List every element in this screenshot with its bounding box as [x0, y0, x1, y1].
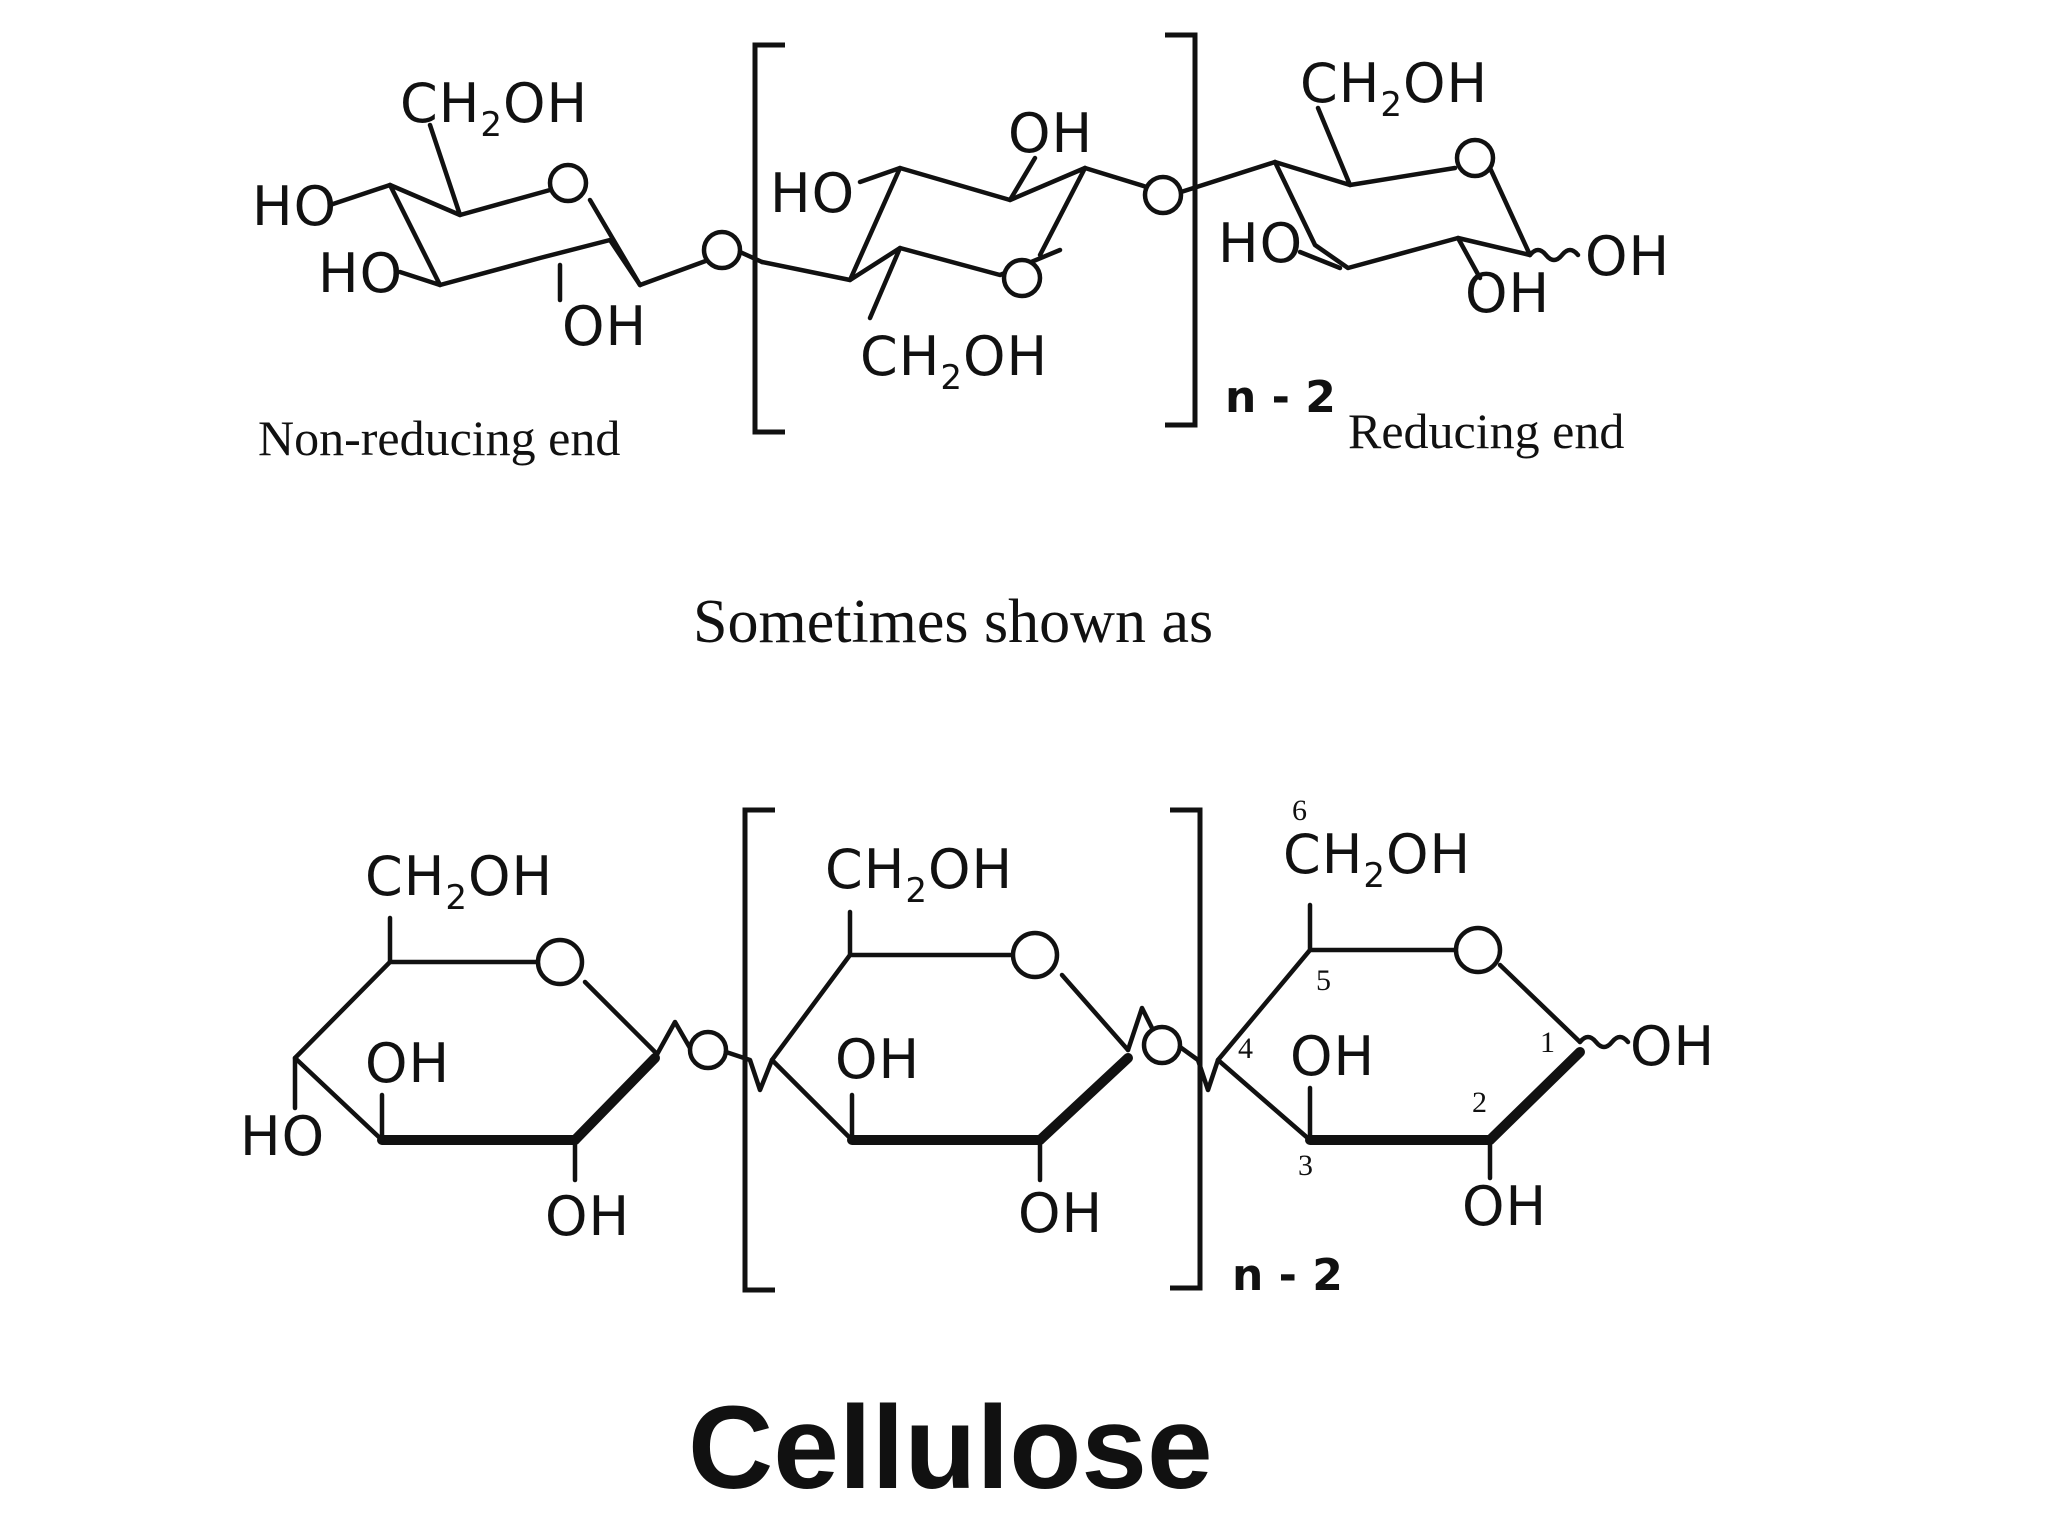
- ring-oxygen-icon: [1001, 257, 1043, 299]
- ring-oxygen-icon: [1454, 137, 1496, 179]
- ring-oxygen-icon: [535, 937, 585, 987]
- top-right-glucose-ring: [1178, 105, 1581, 281]
- bottom-right-oh-anomeric: OH: [1630, 1015, 1715, 1078]
- top-right-ho: HO: [1218, 212, 1303, 275]
- top-repeat-bracket-left: [752, 42, 785, 435]
- carbon-6-label: 6: [1292, 794, 1307, 827]
- top-repeat-bracket-right: [1165, 32, 1198, 428]
- bottom-left-oh-ring: OH: [365, 1032, 450, 1095]
- carbon-4-label: 4: [1238, 1032, 1253, 1065]
- bottom-repeat-bracket-right: [1170, 807, 1203, 1291]
- carbon-3-label: 3: [1298, 1149, 1313, 1182]
- top-left-ch2oh: CH2OH: [400, 72, 588, 145]
- bottom-mid-oh-ring: OH: [835, 1028, 920, 1091]
- bottom-structure: CH2OH OH HO OH CH2OH OH OH n - 2: [240, 794, 1715, 1301]
- glycosidic-oxygen-icon: [701, 229, 743, 271]
- carbon-1-label: 1: [1540, 1026, 1555, 1059]
- page-title: Cellulose: [688, 1382, 1213, 1514]
- carbon-5-label: 5: [1316, 964, 1331, 997]
- top-left-ho-lower: HO: [318, 242, 403, 305]
- top-mid-ch2oh: CH2OH: [860, 325, 1048, 398]
- bottom-left-glucose-ring: [292, 915, 708, 1183]
- top-right-ch2oh: CH2OH: [1300, 52, 1488, 125]
- bottom-left-oh-bottom: OH: [545, 1185, 630, 1248]
- bottom-mid-glucose-ring: [769, 909, 1163, 1183]
- glycosidic-oxygen-icon: [1142, 174, 1184, 216]
- bottom-repeat-bracket-left: [742, 807, 775, 1293]
- ring-oxygen-icon: [1010, 930, 1060, 980]
- top-mid-glucose-ring: [759, 155, 1153, 321]
- glycosidic-oxygen-icon: [1141, 1024, 1183, 1066]
- top-mid-ho: HO: [770, 162, 855, 225]
- top-mid-oh: OH: [1008, 102, 1093, 165]
- carbon-2-label: 2: [1472, 1086, 1487, 1119]
- bottom-left-ch2oh: CH2OH: [365, 845, 553, 918]
- bottom-left-ho: HO: [240, 1105, 325, 1168]
- top-structure: CH2OH HO HO OH OH HO CH2OH n - 2: [252, 32, 1670, 466]
- bottom-right-ch2oh: CH2OH: [1283, 823, 1471, 896]
- bottom-right-oh-bottom: OH: [1462, 1175, 1547, 1238]
- glycosidic-oxygen-icon: [687, 1029, 729, 1071]
- top-left-glucose-ring: [327, 122, 725, 303]
- non-reducing-end-label: Non-reducing end: [258, 410, 620, 466]
- top-left-ho-upper: HO: [252, 175, 337, 238]
- bottom-mid-ch2oh: CH2OH: [825, 838, 1013, 911]
- bottom-mid-oh-bottom: OH: [1018, 1182, 1103, 1245]
- caption-text: Sometimes shown as: [693, 588, 1213, 656]
- top-right-oh-anomeric: OH: [1585, 225, 1670, 288]
- bottom-right-glucose-ring: [1215, 902, 1631, 1181]
- top-right-oh: OH: [1465, 262, 1550, 325]
- bottom-repeat-count: n - 2: [1232, 1250, 1343, 1301]
- top-repeat-count: n - 2: [1225, 372, 1336, 423]
- bottom-right-oh-ring: OH: [1290, 1025, 1375, 1088]
- top-left-oh: OH: [562, 295, 647, 358]
- ring-oxygen-icon: [547, 162, 589, 204]
- reducing-end-label: Reducing end: [1348, 403, 1624, 459]
- ring-oxygen-icon: [1453, 925, 1503, 975]
